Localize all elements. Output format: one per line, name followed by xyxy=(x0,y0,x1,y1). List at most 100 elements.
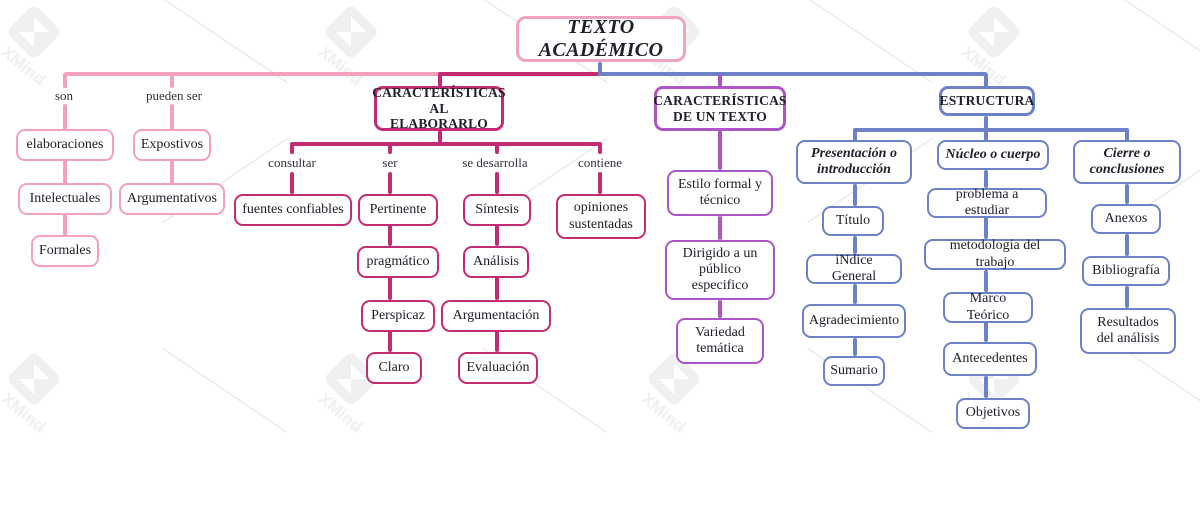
edge-label-son: son xyxy=(54,88,74,103)
node-label: fuentes confiables xyxy=(242,201,344,217)
node-dirigido-a-un-publico-especifico[interactable]: Dirigido a un público especifico xyxy=(665,240,775,300)
node-nucleo-o-cuerpo[interactable]: Núcleo o cuerpo xyxy=(937,140,1049,170)
node-label: Claro xyxy=(378,359,410,375)
node-label: Formales xyxy=(38,242,92,258)
connector-nucleo-problema xyxy=(984,170,988,188)
connector-indice-agradecimiento xyxy=(853,284,857,304)
node-estructura[interactable]: ESTRUCTURA xyxy=(939,86,1035,116)
connector-problema-metodologia xyxy=(984,213,988,239)
node-label-line1: Estilo formal y xyxy=(678,176,762,192)
node-sumario[interactable]: Sumario xyxy=(823,356,885,386)
edge-label-contiene: contiene xyxy=(577,155,623,170)
connector-cierre-anexos xyxy=(1125,184,1129,204)
node-label: Perspicaz xyxy=(371,307,425,323)
node-fuentes-confiables[interactable]: fuentes confiables xyxy=(234,194,352,226)
connector-crimson-bus-m2 xyxy=(495,144,499,154)
connector-estilo-dirigido xyxy=(718,216,722,240)
node-label: Título xyxy=(835,212,871,228)
node-label: Agradecimiento xyxy=(808,312,900,328)
node-pragmatico[interactable]: pragmático xyxy=(357,246,439,278)
node-label: Antecedentes xyxy=(952,350,1028,366)
node-label: iNdice General xyxy=(831,252,877,284)
node-root-texto-academico[interactable]: TEXTO ACADÉMICO xyxy=(516,16,686,62)
node-presentacion-o-introduccion[interactable]: Presentación o introducción xyxy=(796,140,912,184)
node-formales[interactable]: Formales xyxy=(31,235,99,267)
node-anexos[interactable]: Anexos xyxy=(1091,204,1161,234)
node-claro[interactable]: Claro xyxy=(366,352,422,384)
node-bibliografia[interactable]: Bibliografía xyxy=(1082,256,1170,286)
node-problema-a-estudiar[interactable]: problema a estudiar xyxy=(927,186,1047,218)
node-evaluacion[interactable]: Evaluación xyxy=(458,352,538,384)
node-label-line2: sustentadas xyxy=(569,216,633,232)
node-perspicaz[interactable]: Perspicaz xyxy=(361,300,435,332)
node-caracteristicas-de-un-texto[interactable]: CARACTERÍSTICAS DE UN TEXTO xyxy=(653,86,787,131)
node-label: Expostivos xyxy=(140,136,204,152)
edge-label-consultar: consultar xyxy=(268,155,316,170)
node-antecedentes[interactable]: Antecedentes xyxy=(943,342,1037,376)
node-label: Pertinente xyxy=(369,201,427,217)
connector-analisis-argumentacion xyxy=(495,276,499,300)
node-label: Evaluación xyxy=(466,359,530,375)
connector-crimson-bus-m1 xyxy=(388,144,392,154)
connector-marco-antecedentes xyxy=(984,320,988,342)
node-label: Sumario xyxy=(830,362,878,378)
node-marco-teorico[interactable]: Marco Teórico xyxy=(943,291,1033,323)
connector-crimson-bus xyxy=(290,142,602,146)
node-label-line2: introducción xyxy=(817,162,891,177)
connector-metodologia-marco xyxy=(984,270,988,292)
node-intelectuales[interactable]: Intelectuales xyxy=(18,183,112,215)
node-objetivos[interactable]: Objetivos xyxy=(956,398,1030,429)
connector-blue-bus-m xyxy=(984,130,988,146)
node-label-line1: Presentación o xyxy=(811,145,897,161)
node-opiniones-sustentadas[interactable]: opiniones sustentadas xyxy=(556,194,646,239)
node-analisis[interactable]: Análisis xyxy=(463,246,529,278)
connector-consultar-down xyxy=(290,172,294,194)
node-sintesis[interactable]: Síntesis xyxy=(463,194,531,226)
node-label: Anexos xyxy=(1104,210,1148,226)
connector-main-bus-blue-corner xyxy=(984,74,988,88)
node-titulo[interactable]: Título xyxy=(822,206,884,236)
node-label-line2: público xyxy=(699,261,741,277)
connector-agradecimiento-sumario xyxy=(853,338,857,356)
connector-antecedentes-objetivos xyxy=(984,376,988,398)
connector-main-bus-pink xyxy=(63,72,440,76)
node-argumentativos[interactable]: Argumentativos xyxy=(119,183,225,215)
connector-elaboraciones-intelectuales xyxy=(63,160,67,184)
connector-expostivos-argumentativos xyxy=(170,160,174,184)
node-cierre-o-conclusiones[interactable]: Cierre o conclusiones xyxy=(1073,140,1181,184)
connector-pink-son xyxy=(63,76,67,88)
node-caracteristicas-al-elaborarlo[interactable]: CARACTERÍSTICAS AL ELABORARLO xyxy=(372,85,506,132)
node-label: problema a estudiar xyxy=(955,186,1019,218)
node-expostivos[interactable]: Expostivos xyxy=(133,129,211,161)
node-label: Núcleo o cuerpo xyxy=(945,146,1041,162)
connector-crimson-bus-r xyxy=(598,144,602,154)
node-label-line2: conclusiones xyxy=(1089,162,1165,177)
node-estilo-formal-y-tecnico[interactable]: Estilo formal y técnico xyxy=(667,170,773,216)
connector-blue-bus-l xyxy=(853,130,857,146)
connector-pink-son-2 xyxy=(63,104,67,130)
node-indice-general[interactable]: iNdice General xyxy=(806,252,902,284)
node-agradecimiento[interactable]: Agradecimiento xyxy=(802,304,906,338)
node-label-line2: AL ELABORARLO xyxy=(389,100,489,132)
connector-blue-head-stem xyxy=(984,116,988,130)
connector-dirigido-variedad xyxy=(718,300,722,318)
edge-label-se-desarrolla: se desarrolla xyxy=(462,155,528,170)
connector-contiene-down xyxy=(598,172,602,194)
connector-desarrolla-down xyxy=(495,172,499,194)
node-pertinente[interactable]: Pertinente xyxy=(358,194,438,226)
connector-perspicaz-claro xyxy=(388,330,392,352)
node-resultados-del-analisis[interactable]: Resultados del análisis xyxy=(1080,308,1176,354)
node-elaboraciones[interactable]: elaboraciones xyxy=(16,129,114,161)
node-variedad-tematica[interactable]: Variedad temática xyxy=(676,318,764,364)
connector-blue-bus-r xyxy=(1125,130,1129,146)
connector-argumentacion-evaluacion xyxy=(495,330,499,352)
node-label-line1: CARACTERÍSTICAS xyxy=(372,85,506,101)
node-metodologia-del-trabajo[interactable]: metodología del trabajo xyxy=(924,238,1066,270)
node-label-line3: especifico xyxy=(691,278,749,294)
connector-anexos-bibliografia xyxy=(1125,234,1129,256)
connector-presentacion-titulo xyxy=(853,184,857,206)
node-label-line1: Cierre o xyxy=(1103,145,1151,161)
node-argumentacion[interactable]: Argumentación xyxy=(441,300,551,332)
connector-crimson-drop xyxy=(438,74,442,88)
